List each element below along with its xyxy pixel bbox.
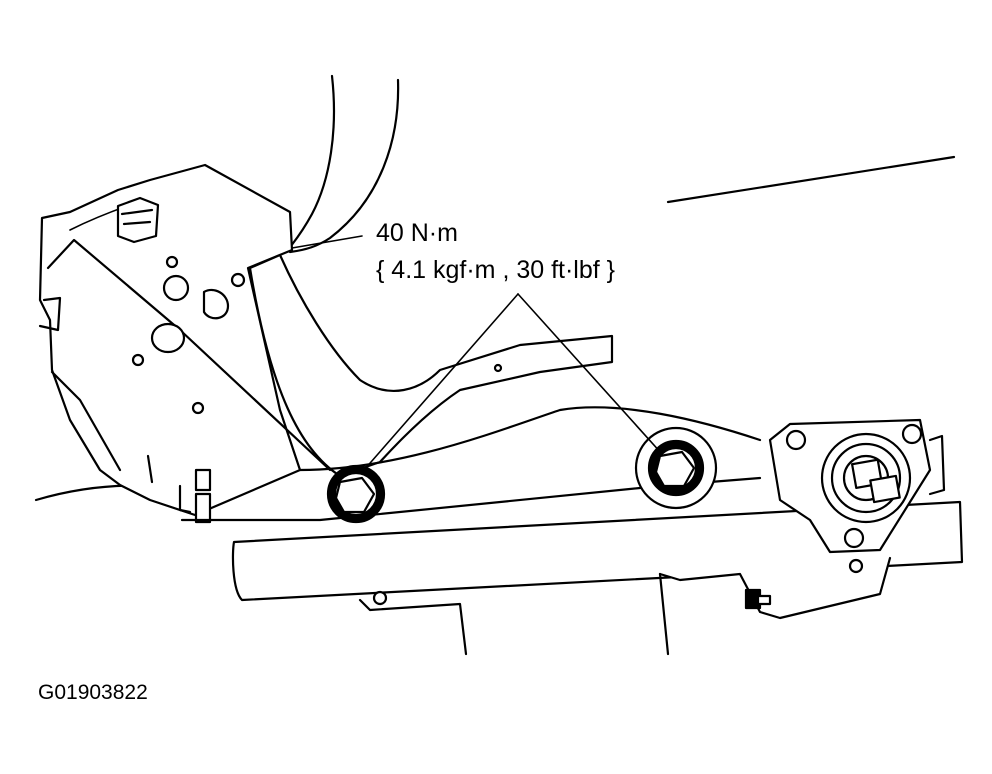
background-line: [666, 155, 956, 204]
figure-id: G01903822: [38, 681, 148, 704]
mount-bolt-left: [326, 464, 386, 524]
torque-value-kgf-ftlbf: { 4.1 kgf·m , 30 ft·lbf }: [376, 256, 615, 284]
torque-value-nm: 40 N·m: [376, 219, 458, 247]
mount-bolt-right: [634, 426, 718, 510]
tensioner-unit: [768, 418, 946, 554]
lower-housing: [358, 556, 892, 656]
mount-arm-bracket: [248, 253, 614, 478]
torque-callout-leaders: [291, 235, 663, 471]
body-panel-outline: [286, 74, 336, 252]
left-bracket-assembly: [38, 163, 332, 524]
body-panel-edge: [288, 78, 400, 254]
